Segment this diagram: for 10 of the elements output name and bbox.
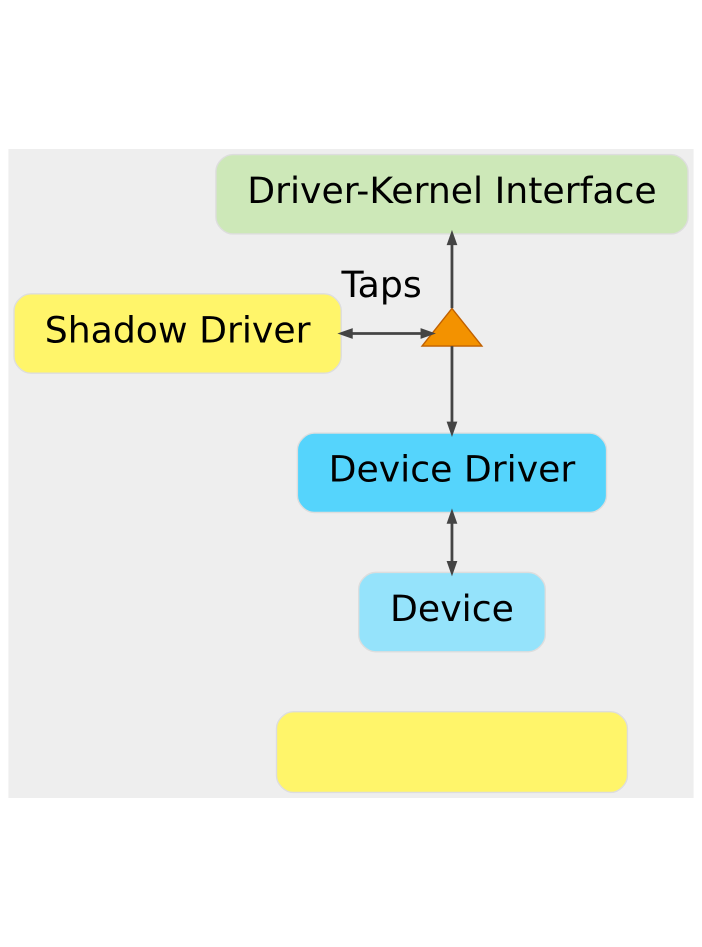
- node-label: Taps: [342, 263, 422, 306]
- node-box: Driver-Kernel Interface: [215, 154, 689, 235]
- arrow: [337, 328, 436, 339]
- node-box: Device: [358, 572, 546, 652]
- node-box: [276, 710, 628, 794]
- arrow: [446, 346, 458, 437]
- node-box: Shadow Driver: [13, 293, 342, 374]
- arrow: [446, 508, 458, 576]
- arrow: [446, 230, 458, 308]
- node-box: Device Driver: [296, 432, 608, 514]
